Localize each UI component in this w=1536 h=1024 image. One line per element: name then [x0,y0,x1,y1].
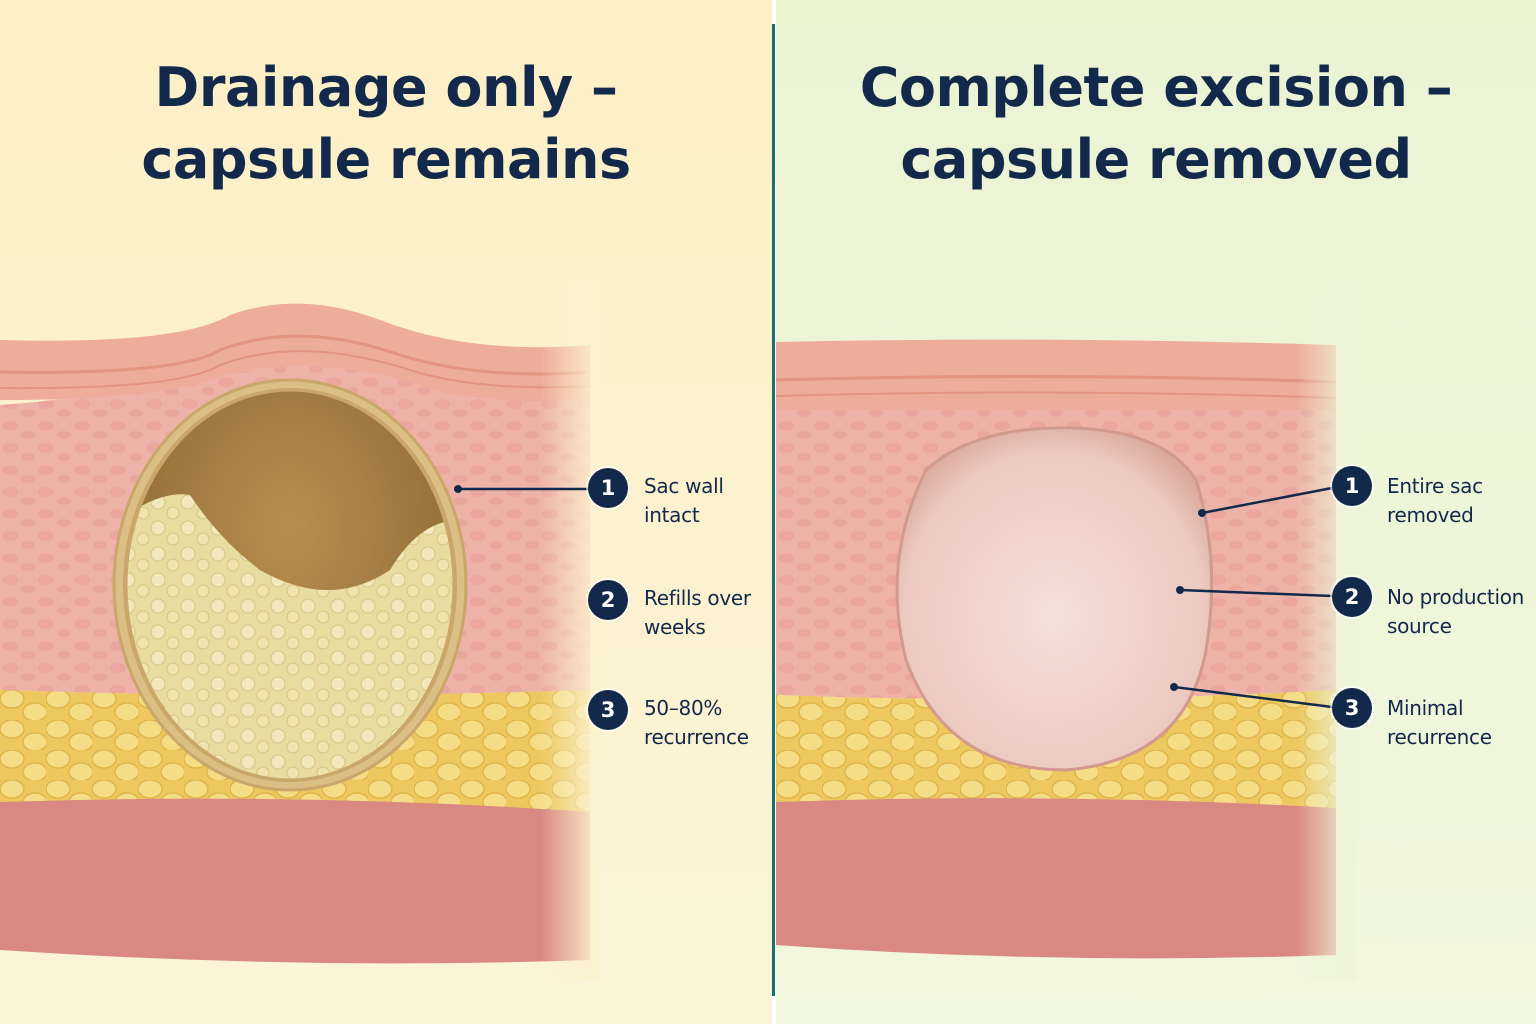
callout-badge-1: 1 [1332,466,1372,506]
excision-cavity [895,426,1214,772]
callout-badge-3: 3 [1332,688,1372,728]
callout-label-1: Sac wall intact [644,474,724,527]
callout-badge-3: 3 [588,690,628,730]
epidermis-layer [776,339,1336,410]
callout-label-3: 50–80% recurrence [644,696,749,749]
excision-title: Complete excision – capsule removed [859,56,1453,191]
cyst-contents [126,494,454,780]
drainage-panel: Drainage only – capsule remains 1 Sac wa… [0,0,772,1024]
callout-badge-2: 2 [1332,577,1372,617]
excision-panel: Complete excision – capsule removed 1 En… [776,0,1536,1024]
epidermis-layer [0,303,590,401]
callout-dot [1170,683,1178,691]
drainage-title: Drainage only – capsule remains [141,56,631,191]
callout-dot [1176,586,1184,594]
drainage-illustration [0,0,772,1024]
callout-label-3: Minimal recurrence [1387,696,1492,749]
callout-leader-line [1179,588,1333,598]
excision-illustration [776,0,1536,1024]
panel-divider [772,24,775,996]
callout-label-2: No production source [1387,585,1525,638]
muscle-layer [0,796,590,964]
callout-leader-line [1173,685,1333,709]
callout-badge-1: 1 [588,468,628,508]
callout-dot [454,485,462,493]
callout-label-1: Entire sac removed [1387,474,1483,527]
callout-dot [1198,509,1206,517]
callout-badge-2: 2 [588,580,628,620]
callout-leader-line [1201,486,1333,515]
muscle-layer [776,796,1336,959]
callout-label-2: Refills over weeks [644,586,751,639]
